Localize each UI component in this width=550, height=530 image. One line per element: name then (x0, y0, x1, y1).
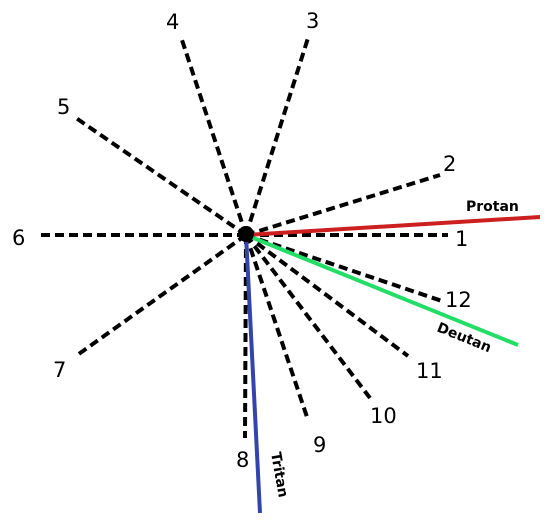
spoke-lines (36, 37, 448, 439)
spoke-label-9: 9 (313, 433, 326, 457)
spoke-label-8: 8 (236, 448, 249, 472)
spoke-11-line (244, 233, 410, 358)
spoke-5-line (74, 116, 248, 237)
spoke-7-line (74, 233, 248, 358)
deutan-line (245, 233, 519, 347)
spoke-label-10: 10 (370, 404, 397, 428)
spoke-labels: 1 2 3 4 5 6 7 8 9 10 11 12 (12, 9, 472, 472)
center-dot (238, 226, 254, 242)
tritan-line (244, 234, 262, 514)
spoke-label-4: 4 (166, 10, 179, 34)
tritan-label: Tritan (267, 451, 291, 499)
spoke-4-line (180, 39, 248, 236)
spoke-label-11: 11 (416, 359, 443, 383)
spoke-10-line (244, 233, 372, 400)
spoke-label-2: 2 (443, 152, 456, 176)
spoke-2-line (245, 173, 441, 237)
protan-label: Protan (466, 199, 519, 215)
protan-line (245, 215, 541, 237)
spoke-label-3: 3 (306, 9, 319, 33)
spoke-label-12: 12 (445, 288, 472, 312)
spoke-9-line (244, 234, 310, 421)
spoke-label-6: 6 (12, 226, 25, 250)
spoke-3-line (244, 37, 310, 236)
spoke-label-7: 7 (53, 358, 66, 382)
spoke-label-5: 5 (57, 95, 70, 119)
spoke-12-line (245, 233, 443, 303)
spoke-label-1: 1 (455, 227, 468, 251)
